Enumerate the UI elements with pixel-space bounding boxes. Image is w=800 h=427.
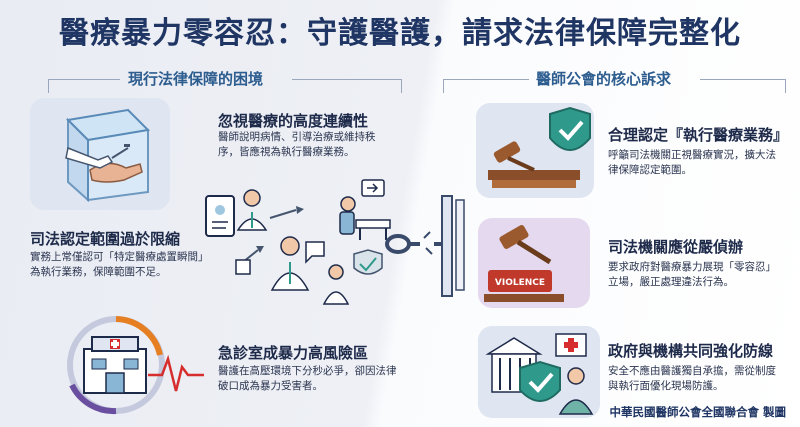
care-flow-illustration [205,179,391,305]
right-item-1-title: 合理認定『執行醫療業務』 [608,126,789,144]
gavel-icon [493,141,535,172]
left-heading-tick-a [48,79,49,93]
glass-box-icon [65,108,151,203]
broken-chain-icon [385,195,465,297]
law-books-icon [488,170,580,188]
left-item-3-desc: 醫護在高壓環境下分秒必爭，卻因法律破口成為暴力受害者。 [218,365,397,392]
ambulance-building-icon [67,316,204,415]
right-heading-rule-b [700,79,785,80]
gavel-shield-illustration [488,106,591,188]
right-section-heading: 醫師公會的核心訴求 [536,70,672,88]
right-item-1-desc: 呼籲司法機關正視醫療實況，擴大法律保障認定範圍。 [608,149,776,176]
left-item-3-title: 急診室成暴力高風險區 [218,344,369,362]
left-item-1-title: 忽視醫療的高度連續性 [218,112,369,130]
nurse-icon [558,367,594,415]
left-heading-tick-b [401,79,402,93]
left-section-heading: 現行法律保障的困境 [128,70,264,88]
violence-gavel-illustration: VIOLENCE [484,225,564,302]
right-item-2-title: 司法機關應從嚴偵辦 [608,238,744,256]
page-title: 醫療暴力零容忍：守護醫護，請求法律保障完整化 [59,16,741,51]
doctor-icon [236,189,268,231]
heartbeat-icon [148,354,204,392]
left-item-1-desc: 醫師說明病情、引導治療或維持秩序，皆應視為執行醫療業務。 [218,131,376,158]
right-item-2-card [478,218,590,308]
left-item-2-title: 司法認定範圍過於限縮 [30,230,181,248]
left-heading-rule-b [292,79,402,80]
right-item-3-title: 政府與機構共同強化防線 [608,342,774,360]
violence-sign [488,270,552,292]
credit-line: 中華民國醫師公會全國聯合會 製圖 [609,405,786,419]
left-heading-rule-a [48,79,120,80]
right-heading-tick-b [785,79,786,93]
right-item-3-desc: 安全不應由醫護獨自承擔，需從制度與執行面優化現場防護。 [608,365,776,392]
tablet-icon [205,195,235,237]
hospital-bed-icon [339,196,391,240]
right-heading-tick-a [443,79,444,93]
right-item-2-desc: 要求政府對醫療暴力展現「零容忍」立場，嚴正處理違法行為。 [608,261,776,288]
shield-check-icon [353,249,383,275]
violence-sign-text: VIOLENCE [495,278,545,288]
right-heading-rule-a [443,79,529,80]
government-building-icon [485,333,594,415]
left-item-2-desc: 實務上常僅認可「特定醫療處置瞬間」為執行業務，保障範圍不足。 [30,251,209,278]
